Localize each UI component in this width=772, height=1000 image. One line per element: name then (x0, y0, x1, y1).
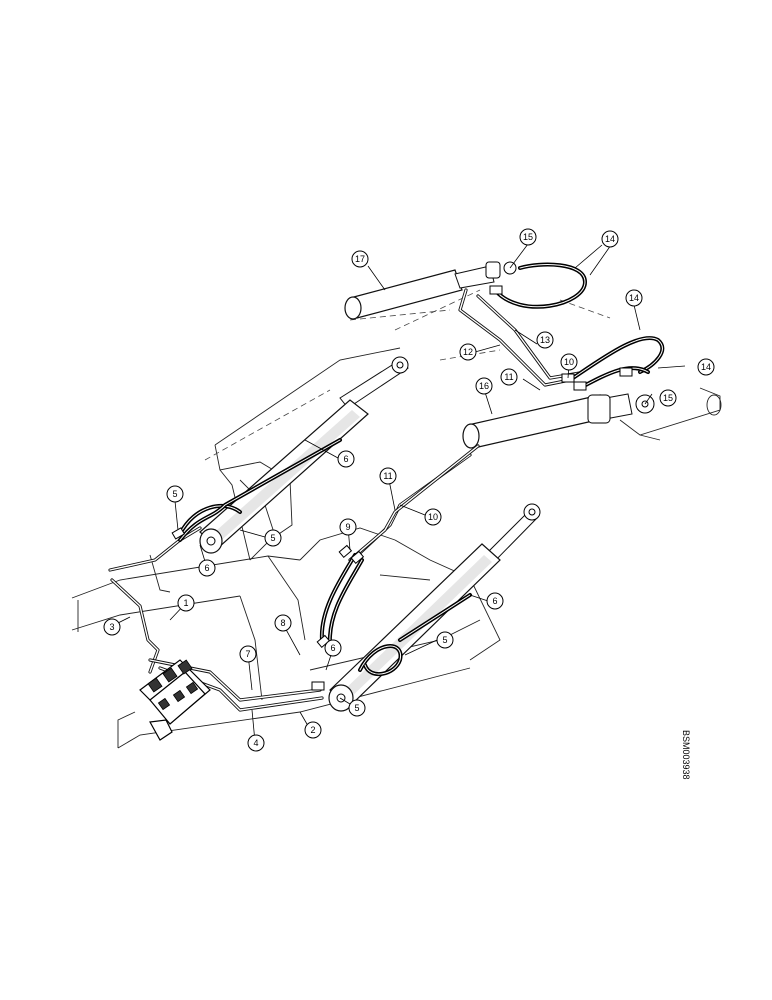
callout-label: 15 (663, 393, 673, 403)
lift-cylinder-right (328, 503, 541, 712)
callout-10-lower: 10 (424, 508, 442, 526)
callout-5-left-upper: 5 (166, 485, 184, 503)
callout-label: 7 (245, 649, 250, 659)
callout-label: 6 (204, 563, 209, 573)
callout-label: 17 (355, 254, 365, 264)
callout-5-right-cylinder: 5 (348, 699, 366, 717)
callout-label: 5 (442, 635, 447, 645)
callout-label: 11 (504, 372, 513, 382)
hydraulic-hoses (178, 262, 665, 676)
callout-12: 12 (459, 343, 477, 361)
callout-label: 8 (280, 618, 285, 628)
tilt-cylinder-lower (462, 393, 655, 449)
callout-label: 9 (345, 522, 350, 532)
callout-label: 10 (564, 357, 574, 367)
callout-label: 11 (383, 471, 392, 481)
callout-9: 9 (339, 518, 357, 536)
callout-label: 6 (492, 596, 497, 606)
callout-6-right-fitting: 6 (324, 639, 342, 657)
callout-7: 7 (239, 645, 257, 663)
callout-label: 14 (629, 293, 639, 303)
callout-16: 16 (475, 377, 493, 395)
callout-label: 4 (253, 738, 258, 748)
callout-2: 2 (304, 721, 322, 739)
control-valve (139, 659, 211, 741)
callout-17: 17 (351, 250, 369, 268)
callout-14-top: 14 (601, 230, 619, 248)
callout-11-upper: 11 (500, 368, 518, 386)
callout-label: 6 (343, 454, 348, 464)
callout-label: 13 (540, 335, 550, 345)
callout-label: 12 (463, 347, 473, 357)
callout-14-right: 14 (697, 358, 715, 376)
callout-label: 3 (109, 622, 114, 632)
callout-8: 8 (274, 614, 292, 632)
callout-label: 2 (310, 725, 315, 735)
callout-6-left-fitting: 6 (198, 559, 216, 577)
callout-label: 16 (479, 381, 489, 391)
callout-5-right-hose: 5 (436, 631, 454, 649)
callout-label: 14 (701, 362, 711, 372)
callout-14-middle: 14 (625, 289, 643, 307)
callout-1: 1 (177, 594, 195, 612)
callout-6-right-hose: 6 (486, 592, 504, 610)
callout-label: 5 (270, 533, 275, 543)
image-reference-code: BSM003938 (681, 730, 691, 780)
callout-10-upper: 10 (560, 353, 578, 371)
lift-cylinder-left (199, 356, 409, 554)
callout-15-top: 15 (519, 228, 537, 246)
callout-label: 6 (330, 643, 335, 653)
callout-label: 5 (354, 703, 359, 713)
callout-label: 15 (523, 232, 533, 242)
callout-label: 1 (183, 598, 188, 608)
callout-label: 14 (605, 234, 615, 244)
callout-3: 3 (103, 618, 121, 636)
callout-15-right: 15 (659, 389, 677, 407)
callout-13: 13 (536, 331, 554, 349)
callout-label: 5 (172, 489, 177, 499)
callout-5-left-cylinder: 5 (264, 529, 282, 547)
leader-lines (111, 243, 686, 743)
callout-6-left-hose: 6 (337, 450, 355, 468)
callout-11-lower: 11 (379, 467, 397, 485)
callout-4: 4 (247, 734, 265, 752)
callout-label: 10 (428, 512, 438, 522)
